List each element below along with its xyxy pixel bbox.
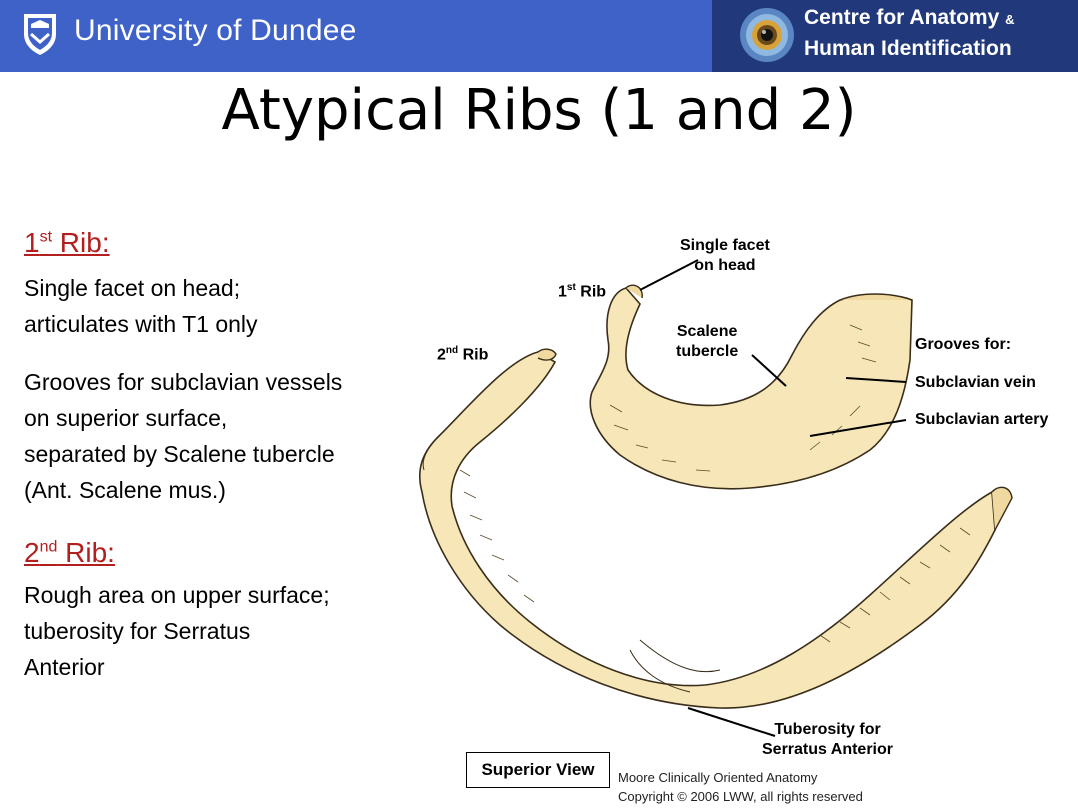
ribs-illustration (418, 259, 1013, 737)
centre-name-line1: Centre for Anatomy & (804, 6, 1015, 29)
rib1-grooves-text: Grooves for subclavian vessels on superi… (24, 368, 343, 503)
first-rib-drawing (589, 284, 913, 490)
eye-iris-icon (740, 8, 794, 62)
rib2-heading: 2nd Rib: (24, 536, 115, 568)
label-subclavian-vein: Subclavian vein (915, 374, 1036, 391)
label-second-rib: 2nd Rib (437, 345, 489, 364)
header-bar: University of Dundee Centre for Anatomy … (0, 0, 1078, 72)
label-subclavian-artery: Subclavian artery (915, 411, 1049, 428)
leader-lines (639, 259, 907, 737)
slide-title: Atypical Ribs (1 and 2) (221, 78, 857, 143)
rib2-text: Rough area on upper surface; tuberosity … (24, 582, 330, 681)
label-first-rib: 1st Rib (558, 282, 607, 301)
university-name: University of Dundee (74, 14, 357, 47)
rib1-heading: 1st Rib: (24, 227, 110, 258)
label-grooves-for: Grooves for: (915, 336, 1012, 353)
second-rib-drawing (418, 348, 1013, 709)
shield-crest-icon (24, 14, 56, 55)
rib1-facet-text: Single facet on head; articulates with T… (24, 274, 258, 337)
view-label-box: Superior View (466, 752, 610, 788)
text-panel: 1st Rib: Single facet on head; articulat… (24, 226, 404, 685)
centre-name-line2: Human Identification (804, 37, 1012, 60)
